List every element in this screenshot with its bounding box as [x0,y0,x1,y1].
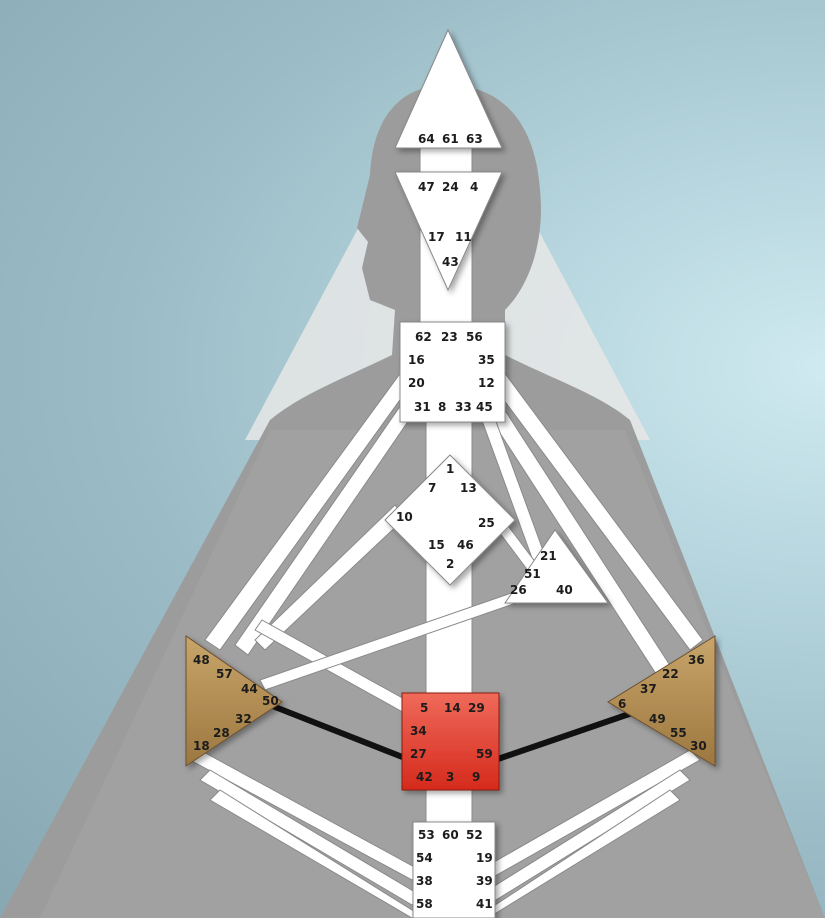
gate-label: 18 [193,739,210,753]
gate-label: 29 [468,701,485,715]
gate-label: 15 [428,538,445,552]
gate-label: 13 [460,481,477,495]
gate-label: 8 [438,400,446,414]
gate-label: 30 [690,739,707,753]
gate-label: 46 [457,538,474,552]
gate-label: 24 [442,180,459,194]
sacral-center [401,692,500,791]
gate-label: 16 [408,353,425,367]
defined-channel-spleen-sacral [268,702,412,763]
gate-label: 26 [510,583,527,597]
gate-label: 21 [540,549,557,563]
gate-label: 42 [416,770,433,784]
gate-label: 51 [524,567,541,581]
gate-label: 56 [466,330,483,344]
gate-label: 38 [416,874,433,888]
gate-label: 49 [649,712,666,726]
gate-label: 22 [662,667,679,681]
gate-label: 40 [556,583,573,597]
gate-label: 53 [418,828,435,842]
gate-label: 32 [235,712,252,726]
gate-label: 27 [410,747,427,761]
gate-label: 31 [414,400,431,414]
gate-label: 41 [476,897,493,911]
gate-label: 45 [476,400,493,414]
ajna-center [394,171,503,292]
gate-label: 4 [470,180,478,194]
gate-label: 1 [446,462,454,476]
gate-label: 35 [478,353,495,367]
gate-label: 50 [262,694,279,708]
gate-label: 52 [466,828,483,842]
root-center [412,821,496,918]
gate-label: 36 [688,653,705,667]
gate-label: 11 [455,230,472,244]
gate-label: 12 [478,376,495,390]
throat-center [399,321,506,423]
gate-label: 43 [442,255,459,269]
gate-label: 54 [416,851,433,865]
gate-label: 61 [442,132,459,146]
gate-label: 10 [396,510,413,524]
head-center [394,28,503,149]
gate-label: 28 [213,726,230,740]
gate-label: 25 [478,516,495,530]
defined-channel-sacral-solar [494,709,636,763]
gate-label: 62 [415,330,432,344]
gate-label: 58 [416,897,433,911]
gate-label: 34 [410,724,427,738]
gate-label: 39 [476,874,493,888]
gate-label: 14 [444,701,461,715]
gate-label: 63 [466,132,483,146]
gate-label: 60 [442,828,459,842]
gate-label: 33 [455,400,472,414]
gate-label: 44 [241,682,258,696]
gate-label: 64 [418,132,435,146]
gate-label: 37 [640,682,657,696]
gate-label: 20 [408,376,425,390]
solar-plexus-center [607,635,716,767]
gate-label: 3 [446,770,454,784]
gate-label: 5 [420,701,428,715]
gate-label: 55 [670,726,687,740]
gate-label: 57 [216,667,233,681]
gate-label: 47 [418,180,435,194]
gate-labels: 64 61 63 47 24 4 17 11 43 62 23 56 16 35… [193,132,707,911]
gate-label: 17 [428,230,445,244]
gate-label: 2 [446,557,454,571]
g-center [384,454,516,586]
gate-label: 6 [618,697,626,711]
gate-label: 48 [193,653,210,667]
gate-label: 9 [472,770,480,784]
gate-label: 19 [476,851,493,865]
gate-label: 23 [441,330,458,344]
gate-label: 7 [428,481,436,495]
gate-label: 59 [476,747,493,761]
heart-center [504,529,609,604]
spleen-center [185,635,283,767]
